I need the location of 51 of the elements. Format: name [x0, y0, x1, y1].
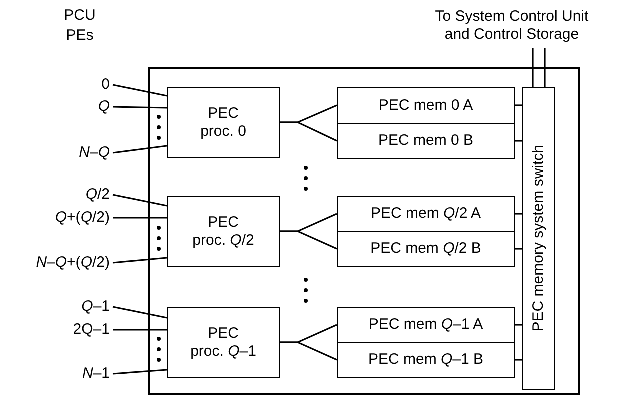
box-label: PEC mem 0 B — [378, 132, 474, 150]
connector-line — [515, 104, 522, 106]
processor-box — [167, 196, 280, 267]
pe-label: Q–1 — [82, 298, 110, 316]
connector-line — [515, 140, 522, 142]
destination-label: To System Control Unit and Control Storage — [434, 8, 590, 44]
column-heading: PCU PEs — [63, 6, 97, 46]
box-label: PEC proc. 0 — [200, 104, 248, 140]
memory-box — [337, 307, 515, 343]
connector-line — [532, 47, 546, 88]
switch-label: PEC memory system switch — [530, 145, 548, 332]
processor-box — [167, 87, 280, 158]
pe-label: Q — [98, 98, 110, 116]
connector-line — [515, 324, 522, 326]
connector-line — [112, 106, 168, 109]
pe-label: N–Q+(Q/2) — [36, 254, 110, 272]
pe-label: Q+(Q/2) — [55, 209, 110, 227]
pe-label: Q/2 — [86, 186, 110, 204]
connector-line — [280, 342, 338, 361]
box-label: PEC proc. Q/2 — [192, 214, 256, 250]
connector-line — [112, 84, 168, 97]
connector-line — [112, 306, 168, 319]
box-label: PEC mem Q–1 B — [368, 351, 484, 369]
memory-box — [337, 196, 515, 232]
pe-label: N–1 — [82, 365, 110, 383]
connector-line — [112, 194, 168, 207]
memory-box — [337, 123, 515, 159]
connector-line — [515, 213, 522, 215]
box-label: PEC mem 0 A — [378, 96, 474, 114]
connector-line — [112, 257, 168, 264]
processor-box — [167, 307, 280, 378]
box-label: PEC mem Q–1 A — [368, 316, 484, 334]
enclosure-box — [148, 67, 580, 395]
pe-label: 0 — [102, 76, 110, 94]
pe-label: N–Q — [79, 144, 110, 162]
connector-line — [515, 248, 522, 250]
connector-line — [113, 329, 167, 331]
box-label: PEC mem Q/2 B — [370, 240, 482, 258]
memory-box — [337, 342, 515, 378]
box-label: PEC mem Q/2 A — [370, 205, 482, 223]
connector-line — [112, 145, 168, 154]
memory-box — [337, 87, 515, 124]
box-label: PEC proc. Q–1 — [190, 324, 258, 360]
memory-box — [337, 231, 515, 267]
connector-line — [515, 359, 522, 361]
pe-label: 2Q–1 — [73, 321, 110, 339]
switch-box — [522, 87, 555, 390]
connector-line — [280, 122, 338, 142]
connector-line — [112, 369, 168, 375]
connector-line — [280, 230, 338, 250]
connector-line — [113, 217, 167, 219]
